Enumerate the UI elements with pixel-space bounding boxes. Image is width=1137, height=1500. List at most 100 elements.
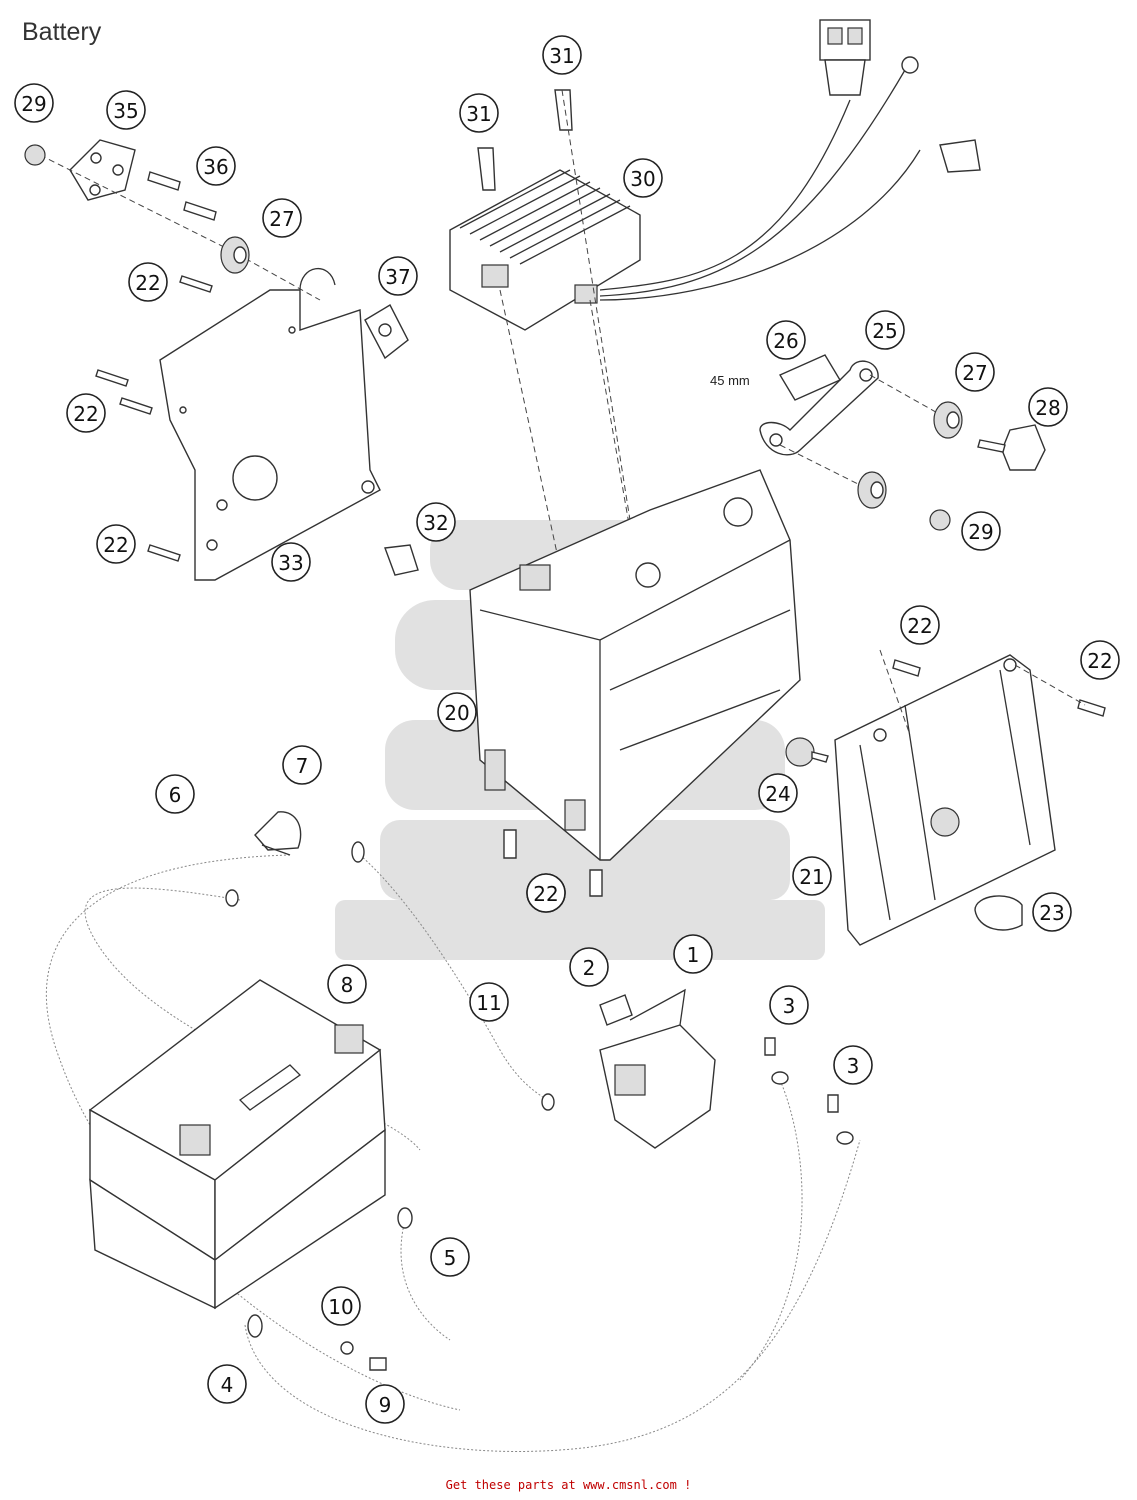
grommet-29b [857,471,951,531]
svg-text:24: 24 [765,782,790,806]
callout-20: 20 [437,692,477,732]
svg-text:36: 36 [203,155,228,179]
svg-text:32: 32 [423,511,448,535]
svg-text:22: 22 [1087,649,1112,673]
fuse [599,994,633,1026]
callout-1: 1 [673,934,713,974]
svg-text:11: 11 [476,991,501,1015]
svg-text:8: 8 [341,973,354,997]
footer-link-text[interactable]: Get these parts at www.cmsnl.com ! [445,1478,692,1492]
callout-22-a: 22 [128,262,168,302]
callout-30: 30 [623,158,663,198]
svg-text:10: 10 [328,1295,353,1319]
callout-29-topleft: 29 [14,83,54,123]
callout-25: 25 [865,310,905,350]
clip [384,544,419,576]
bushing-37 [364,304,409,360]
svg-text:21: 21 [799,865,824,889]
svg-text:9: 9 [379,1393,392,1417]
terminal-cap [254,811,302,851]
svg-text:31: 31 [549,44,574,68]
svg-text:26: 26 [773,329,798,353]
callout-35: 35 [106,90,146,130]
callout-32: 32 [416,502,456,542]
svg-text:22: 22 [103,533,128,557]
svg-text:37: 37 [385,265,410,289]
svg-text:25: 25 [872,319,897,343]
svg-text:28: 28 [1035,396,1060,420]
svg-text:29: 29 [21,92,46,116]
svg-text:27: 27 [269,207,294,231]
svg-text:22: 22 [135,271,160,295]
svg-text:2: 2 [583,956,596,980]
mount-plate [69,139,136,201]
cable-clamp [974,895,1023,931]
callout-22-c: 22 [96,524,136,564]
svg-text:6: 6 [169,783,182,807]
bolts [95,89,1106,1371]
callout-36: 36 [196,146,236,186]
callout-9: 9 [365,1384,405,1424]
svg-text:35: 35 [113,99,138,123]
callout-22-b: 22 [66,393,106,433]
svg-text:22: 22 [73,402,98,426]
svg-text:30: 30 [630,167,655,191]
regulator-wiring [599,19,981,301]
svg-text:31: 31 [466,102,491,126]
svg-text:27: 27 [962,361,987,385]
callout-3-a: 3 [769,985,809,1025]
callout-4: 4 [207,1364,247,1404]
callout-33: 33 [271,542,311,582]
svg-text:1: 1 [687,943,700,967]
svg-text:5: 5 [444,1246,457,1270]
bracket-plate [159,267,381,581]
callout-27-right: 27 [955,352,995,392]
callout-27: 27 [262,198,302,238]
svg-text:22: 22 [533,882,558,906]
svg-text:33: 33 [278,551,303,575]
svg-text:20: 20 [444,701,469,725]
side-cover [834,654,1056,946]
callout-7: 7 [282,745,322,785]
page-title: Battery [22,18,102,46]
callout-31-top: 31 [542,35,582,75]
fuse-holder [599,988,716,1149]
rubber-bumper [785,737,829,767]
nut-28 [977,424,1046,471]
callout-29-right: 29 [961,511,1001,551]
callout-2: 2 [569,947,609,987]
svg-text:23: 23 [1039,901,1064,925]
svg-text:3: 3 [847,1054,860,1078]
callout-8: 8 [327,964,367,1004]
callout-22-e: 22 [900,605,940,645]
callout-labels: 29 35 36 27 22 37 22 22 22 33 31 31 30 2… [14,35,1120,1424]
callout-37: 37 [378,256,418,296]
rubber-grommet-29 [24,144,46,166]
callout-23: 23 [1032,892,1072,932]
callout-26: 26 [766,320,806,360]
battery-box [469,469,801,861]
callout-22-g: 22 [526,873,566,913]
grommet-27 [220,236,250,274]
battery [88,979,386,1310]
svg-text:3: 3 [783,994,796,1018]
callout-11: 11 [469,982,509,1022]
grommet-27b [933,401,963,439]
callout-31-mid: 31 [459,93,499,133]
callout-28: 28 [1028,387,1068,427]
callout-3-b: 3 [833,1045,873,1085]
spacer-foam [778,354,842,401]
callout-10: 10 [321,1286,361,1326]
svg-text:29: 29 [968,520,993,544]
voltage-regulator [449,169,641,331]
svg-text:4: 4 [221,1373,234,1397]
svg-text:22: 22 [907,614,932,638]
dimension-note: 45 mm [710,373,750,388]
callout-6: 6 [155,774,195,814]
callout-21: 21 [792,856,832,896]
callout-22-f: 22 [1080,640,1120,680]
callout-24: 24 [758,773,798,813]
battery-holder-strap [759,360,879,456]
svg-text:7: 7 [296,754,309,778]
